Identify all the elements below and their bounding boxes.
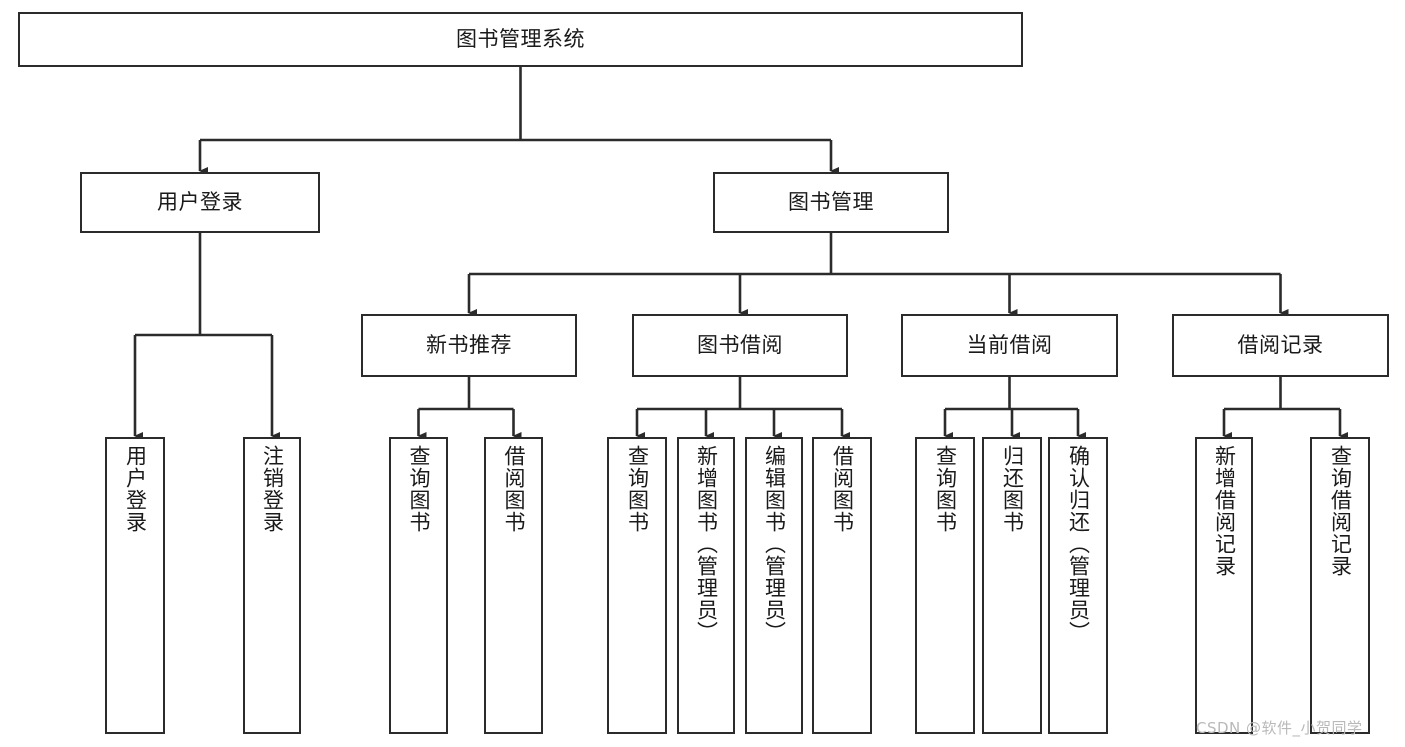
node-leaf-user-login[interactable]: 用户登录	[105, 437, 165, 734]
node-label: 新增图书（管理员）	[694, 445, 719, 643]
node-leaf-cur-confirm[interactable]: 确认归还（管理员）	[1048, 437, 1108, 734]
node-label: 借阅图书	[502, 445, 526, 533]
node-leaf-borrow-lend[interactable]: 借阅图书	[812, 437, 872, 734]
node-label: 新增借阅记录	[1212, 445, 1237, 577]
node-label: 用户登录	[123, 445, 148, 533]
node-current[interactable]: 当前借阅	[901, 314, 1118, 377]
node-label: 图书管理系统	[456, 27, 585, 52]
node-bookmgmt[interactable]: 图书管理	[713, 172, 949, 233]
node-label: 用户登录	[157, 190, 243, 215]
node-records[interactable]: 借阅记录	[1172, 314, 1389, 377]
node-borrow[interactable]: 图书借阅	[632, 314, 848, 377]
node-label: 借阅图书	[830, 445, 855, 533]
node-leaf-new-borrow[interactable]: 借阅图书	[484, 437, 543, 734]
node-leaf-cur-return[interactable]: 归还图书	[982, 437, 1042, 734]
node-label: 新书推荐	[426, 333, 512, 358]
node-leaf-user-logout[interactable]: 注销登录	[243, 437, 301, 734]
node-label: 确认归还（管理员）	[1066, 445, 1091, 643]
node-login[interactable]: 用户登录	[80, 172, 320, 233]
node-label: 借阅记录	[1237, 333, 1324, 358]
node-root[interactable]: 图书管理系统	[18, 12, 1023, 67]
node-label: 注销登录	[260, 445, 285, 533]
node-leaf-borrow-edit[interactable]: 编辑图书（管理员）	[745, 437, 803, 734]
node-label: 当前借阅	[966, 333, 1053, 358]
node-label: 归还图书	[1000, 445, 1025, 533]
node-label: 图书管理	[788, 190, 874, 215]
watermark-label: CSDN @软件_小贺同学	[1196, 719, 1363, 737]
node-label: 查询借阅记录	[1328, 445, 1353, 577]
node-label: 编辑图书（管理员）	[762, 445, 787, 643]
node-leaf-borrow-add[interactable]: 新增图书（管理员）	[677, 437, 735, 734]
node-leaf-cur-query[interactable]: 查询图书	[915, 437, 975, 734]
node-label: 图书借阅	[697, 333, 783, 358]
node-label: 查询图书	[407, 445, 431, 533]
node-leaf-borrow-query[interactable]: 查询图书	[607, 437, 667, 734]
node-leaf-rec-add[interactable]: 新增借阅记录	[1195, 437, 1253, 734]
node-newbook[interactable]: 新书推荐	[361, 314, 577, 377]
node-label: 查询图书	[933, 445, 958, 533]
node-leaf-new-query[interactable]: 查询图书	[389, 437, 448, 734]
node-leaf-rec-query[interactable]: 查询借阅记录	[1310, 437, 1370, 734]
edge-paths	[133, 67, 1348, 440]
node-label: 查询图书	[625, 445, 650, 533]
